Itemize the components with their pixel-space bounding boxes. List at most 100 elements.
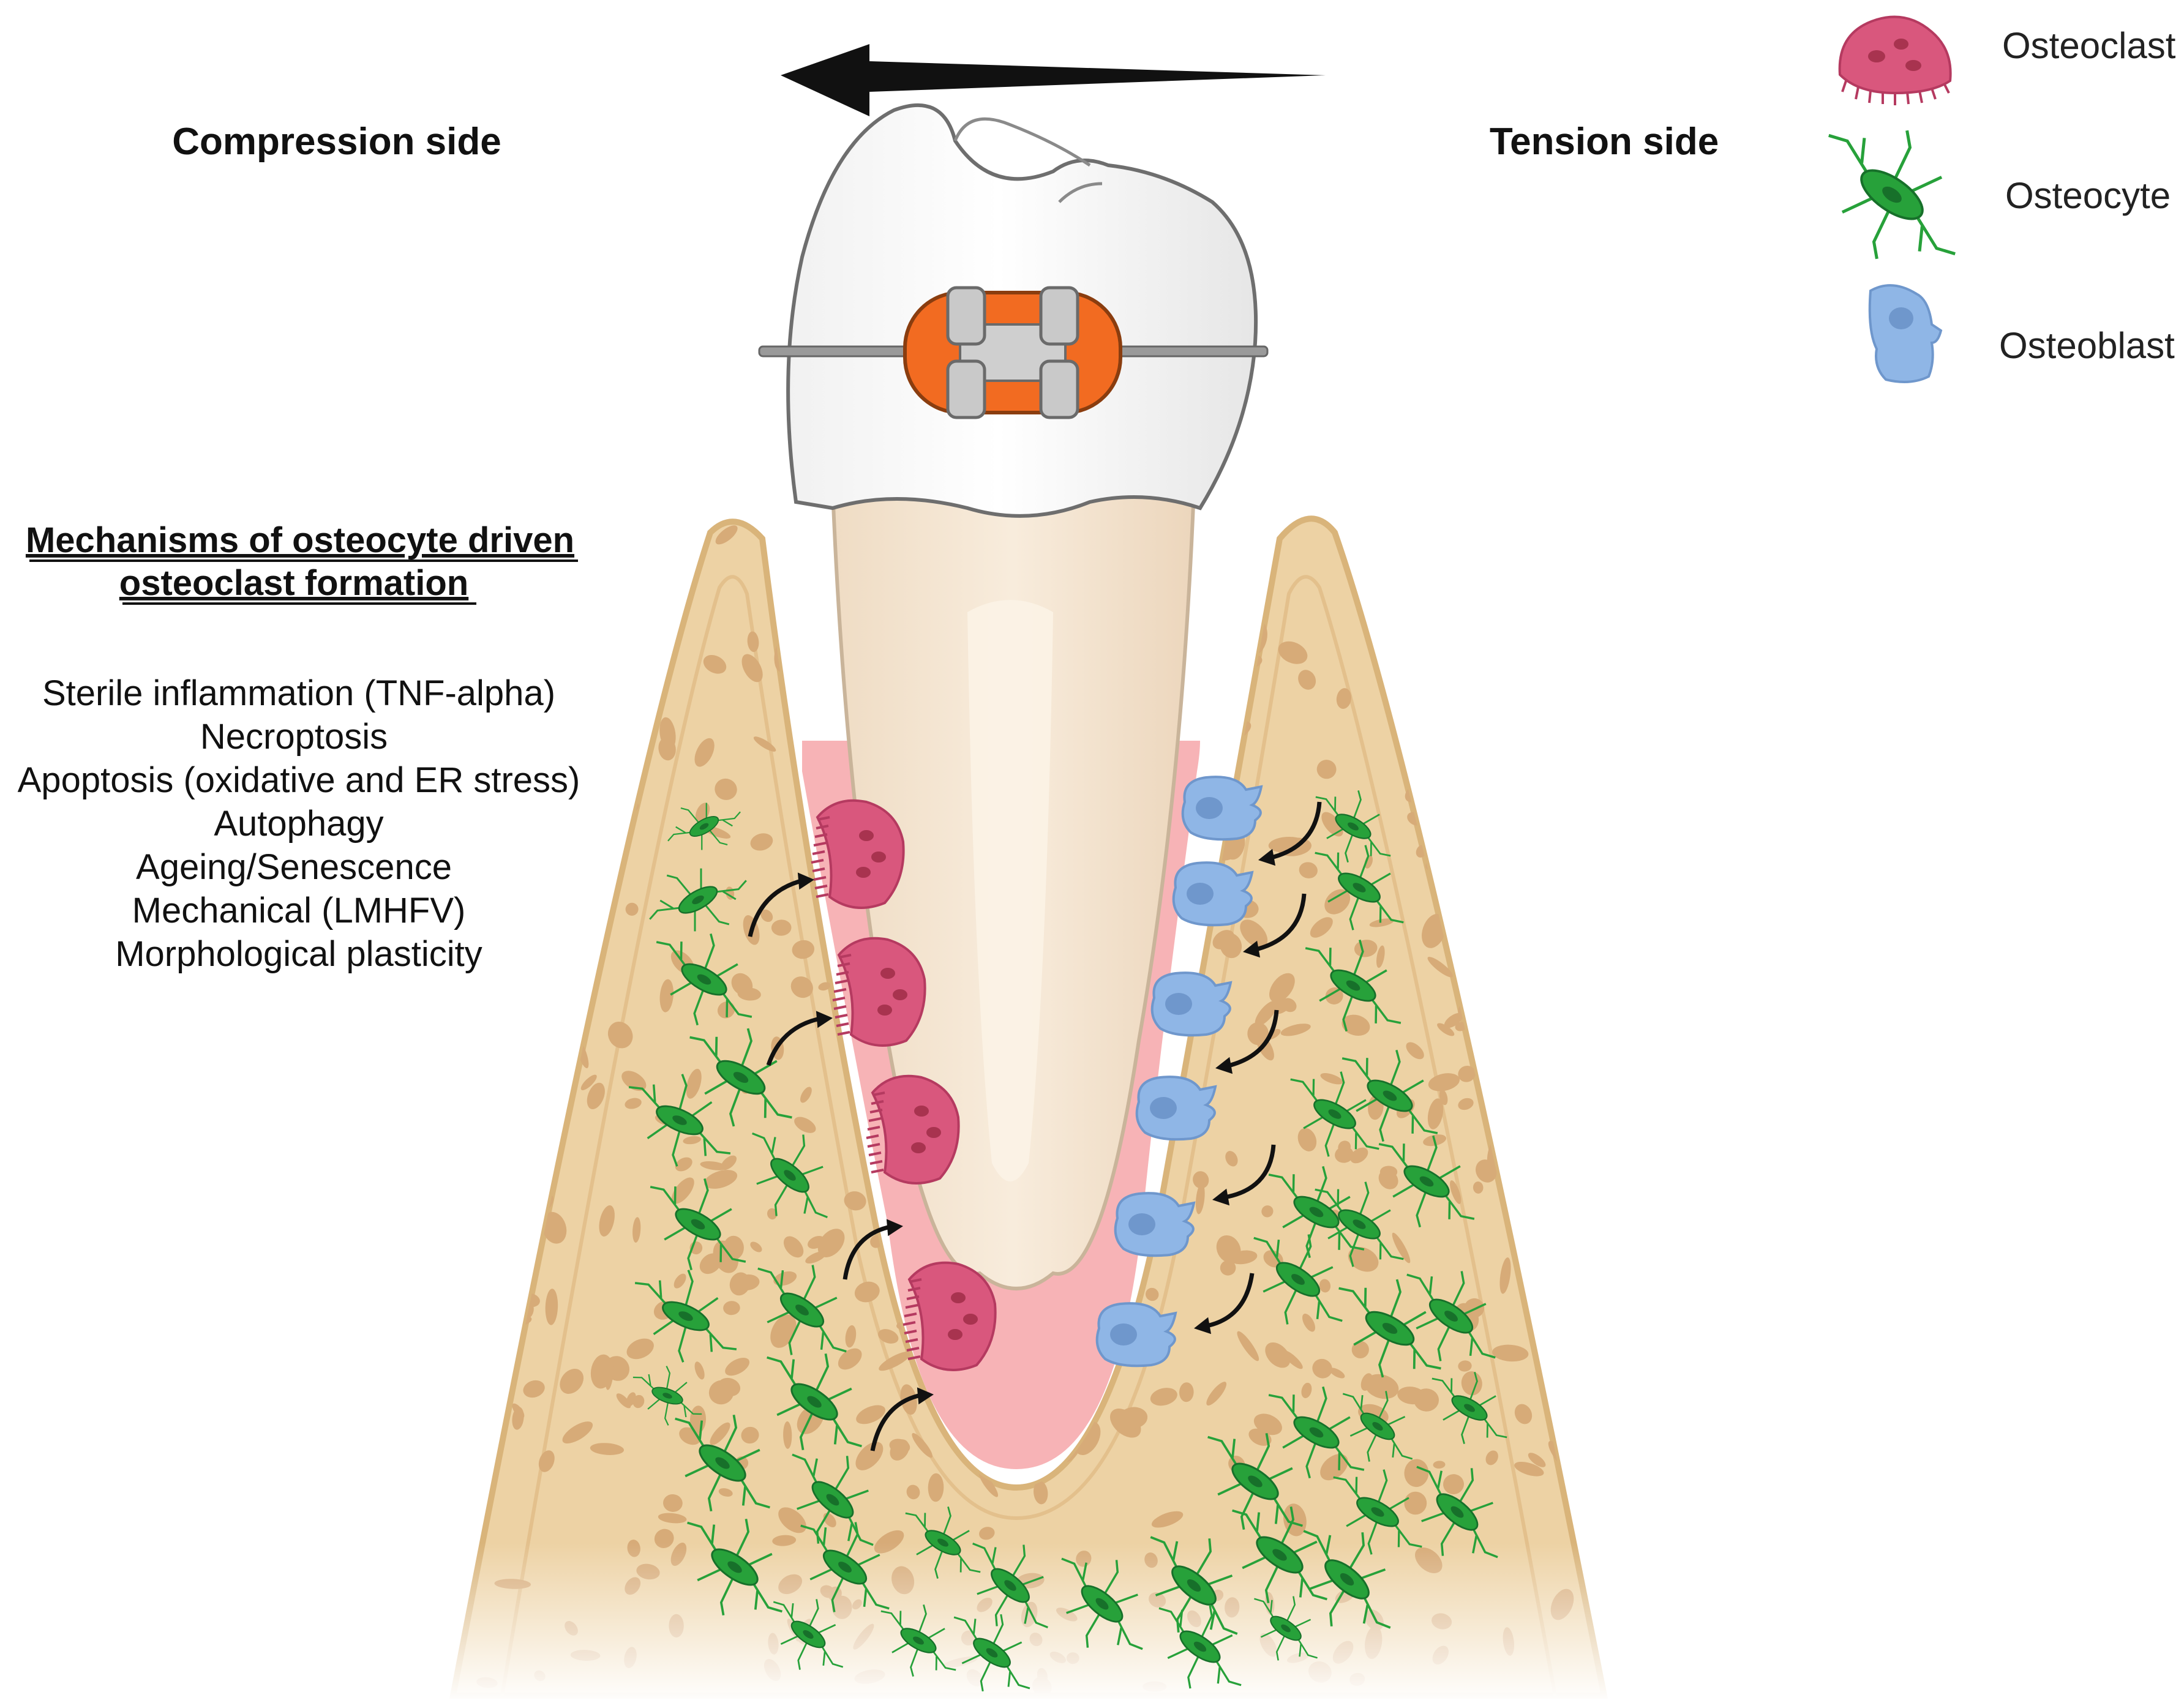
- bone-pore: [1298, 670, 1316, 690]
- bone-pore: [1514, 1110, 1537, 1134]
- osteoblast: [1095, 1302, 1177, 1368]
- osteoblast: [1135, 1076, 1217, 1141]
- osteoclast: [832, 937, 926, 1047]
- legend-osteoblast-label: Osteoblast: [1999, 325, 2175, 366]
- bone-pore: [1403, 727, 1418, 748]
- bone-pore: [1539, 893, 1556, 915]
- bone-pore: [637, 694, 655, 707]
- bone-pore: [1427, 1098, 1444, 1129]
- bone-pore: [1335, 1146, 1354, 1163]
- bone-pore: [1376, 945, 1385, 968]
- bone-pore: [631, 672, 663, 692]
- movement-arrow: [781, 44, 1326, 116]
- bone-pore: [683, 1136, 701, 1145]
- bone-pore: [794, 1117, 816, 1133]
- bone-pore: [518, 1082, 539, 1114]
- bone-pore: [625, 902, 639, 916]
- bone-pore: [699, 1253, 722, 1274]
- osteoclast: [902, 1261, 997, 1371]
- bone-pore: [1247, 1022, 1269, 1046]
- bone-pore: [1493, 1101, 1512, 1129]
- osteocyte: [667, 803, 741, 850]
- signaling-arrows: [748, 801, 1322, 1451]
- mechanism-item: Ageing/Senescence: [136, 847, 452, 887]
- bone-pore: [783, 1236, 804, 1258]
- bone-pore: [1321, 812, 1343, 837]
- bone-pore: [1255, 1000, 1278, 1027]
- bone-pore: [1299, 862, 1318, 878]
- mechanism-item: Apoptosis (oxidative and ER stress): [18, 760, 580, 800]
- bone-pore: [500, 1139, 509, 1166]
- bone-pore: [605, 749, 623, 770]
- osteocyte: [1254, 1596, 1318, 1661]
- osteoclast: [866, 1074, 960, 1185]
- legend-osteocyte-label: Osteocyte: [2005, 175, 2171, 216]
- osteocyte: [953, 1614, 1030, 1692]
- bone-pore: [1505, 552, 1536, 579]
- osteocyte: [1378, 1135, 1475, 1228]
- bone-pore: [1549, 526, 1569, 545]
- osteoclast: [811, 799, 905, 909]
- bone-pore: [1385, 646, 1395, 664]
- osteoblast-cells: [1095, 776, 1263, 1368]
- bone-pore: [541, 1211, 567, 1244]
- bone-pore: [602, 722, 628, 752]
- bone-pore: [1564, 724, 1586, 744]
- osteocyte: [632, 1366, 702, 1426]
- bone-pore: [1428, 1073, 1460, 1091]
- bone-pore: [723, 1301, 740, 1316]
- bone-pore: [1525, 624, 1543, 637]
- bone-pore: [487, 1096, 509, 1113]
- bone-pore: [1439, 1089, 1448, 1106]
- bone-pore: [1484, 940, 1503, 951]
- osteocyte: [1342, 1391, 1413, 1462]
- bone-pore: [1558, 1164, 1580, 1182]
- bone-pore: [675, 1157, 692, 1172]
- osteocyte: [1305, 939, 1402, 1032]
- bone-pore: [645, 518, 658, 541]
- bone-pore: [789, 701, 803, 715]
- mechanisms-panel: Mechanisms of osteocyte driven osteoclas…: [18, 520, 580, 974]
- osteocyte: [1061, 1557, 1143, 1650]
- osteocyte: [1268, 1166, 1365, 1259]
- bone-pore: [776, 518, 797, 537]
- bone-pore: [1528, 897, 1551, 923]
- mechanism-item: Morphological plasticity: [115, 934, 482, 974]
- bone-pore: [1455, 1022, 1467, 1031]
- bone-pore: [1324, 889, 1351, 915]
- osteocyte: [1432, 1372, 1507, 1444]
- bone-pore: [1568, 523, 1581, 542]
- bone-pore: [550, 956, 576, 965]
- bone-pore: [800, 1087, 812, 1103]
- osteocyte: [1406, 1271, 1496, 1361]
- osteocyte: [773, 1599, 844, 1670]
- bone-pore: [1579, 1284, 1595, 1302]
- bone-pore: [574, 536, 593, 554]
- bone-pore: [807, 597, 822, 609]
- osteoclast-cells: [811, 799, 997, 1371]
- bone-pore: [577, 660, 597, 683]
- bone-pore: [544, 581, 576, 608]
- bone-pore: [1528, 864, 1553, 894]
- signal-arrow: [1243, 893, 1307, 958]
- bone-pore: [1336, 688, 1352, 709]
- bone-pore: [552, 599, 567, 613]
- bone-pore: [1500, 714, 1517, 729]
- bone-pore: [554, 1005, 568, 1021]
- osteocyte: [689, 1028, 792, 1127]
- bone-pore: [1350, 1147, 1368, 1164]
- bone-pore: [549, 662, 580, 675]
- bone-pore: [491, 1256, 509, 1289]
- bone-pore: [1458, 1098, 1474, 1110]
- bone-pore: [1392, 1232, 1411, 1263]
- bone-pore: [1408, 615, 1420, 627]
- bone-pore: [792, 940, 815, 959]
- bone-pore: [1297, 1128, 1317, 1151]
- osteocyte: [752, 1132, 828, 1218]
- osteocyte-cells: [628, 790, 1507, 1692]
- bone-pore: [1280, 1024, 1311, 1036]
- osteocyte: [1315, 790, 1391, 863]
- bone-pore: [694, 738, 715, 767]
